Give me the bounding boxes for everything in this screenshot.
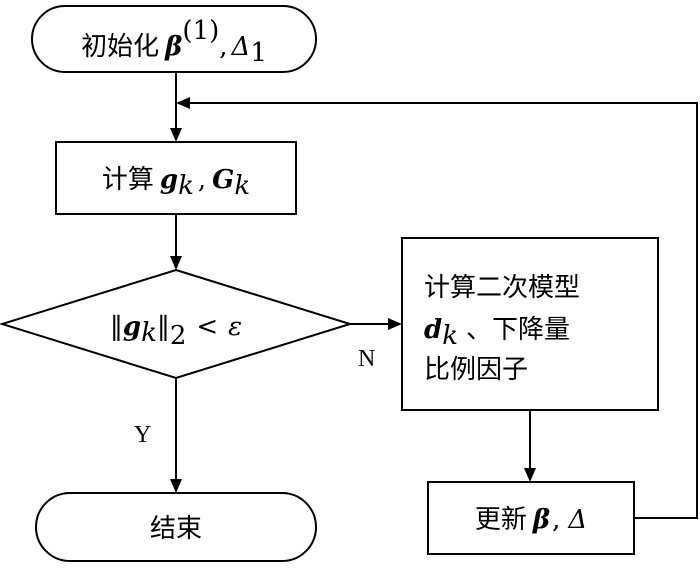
yes-label: Y xyxy=(134,422,151,448)
compute-gradient-comma: , xyxy=(198,165,206,195)
edge-compute-to-decision xyxy=(170,214,182,270)
edge-model-to-update xyxy=(524,410,536,482)
start-beta: β xyxy=(164,32,182,62)
hessian-G-sub: k xyxy=(234,171,250,201)
decision-g-sub: k xyxy=(141,318,157,348)
gradient-g-sub: k xyxy=(178,171,194,201)
update-label: 更新 xyxy=(475,505,527,535)
edge-start-to-compute xyxy=(170,72,182,142)
edge-update-loop-back xyxy=(176,97,698,519)
gradient-g: g xyxy=(160,165,178,195)
epsilon: ε xyxy=(228,312,242,342)
edge-decision-to-end xyxy=(170,378,182,493)
start-label: 初始化 xyxy=(81,32,159,62)
svg-text:更新β,Δ: 更新β,Δ xyxy=(475,505,587,535)
end-node: 结束 xyxy=(35,492,317,562)
update-delta: Δ xyxy=(567,505,587,535)
start-beta-sup: (1) xyxy=(182,16,219,46)
norm-open-bar: ‖ xyxy=(110,312,123,342)
model-line1: 计算二次模型 xyxy=(424,273,580,303)
start-comma: , xyxy=(219,32,227,62)
decision-node: ‖gk‖2<ε xyxy=(0,268,354,380)
compute-model-node: 计算二次模型 dk 、下降量 比例因子 xyxy=(401,237,659,411)
norm-close-bar: ‖ xyxy=(157,312,170,342)
decision-g: g xyxy=(123,312,141,342)
model-d: d xyxy=(424,315,442,345)
svg-text:‖gk‖2<ε: ‖gk‖2<ε xyxy=(110,312,242,351)
hessian-G: G xyxy=(212,165,234,195)
model-line2: 、下降量 xyxy=(466,315,570,345)
norm-sub: 2 xyxy=(170,321,187,351)
compute-gradient-label: 计算 xyxy=(102,165,154,195)
model-line3: 比例因子 xyxy=(424,355,528,385)
update-beta: β xyxy=(532,505,550,535)
start-delta-sub: 1 xyxy=(250,38,267,68)
model-d-sub: k xyxy=(442,321,458,351)
start-delta: Δ xyxy=(231,32,251,62)
edge-decision-to-model xyxy=(350,318,402,330)
less-than: < xyxy=(196,312,218,342)
update-comma: , xyxy=(552,505,560,535)
end-label: 结束 xyxy=(150,514,202,544)
svg-text:dk、下降量: dk 、下降量 xyxy=(424,315,570,351)
no-label: N xyxy=(358,346,375,372)
